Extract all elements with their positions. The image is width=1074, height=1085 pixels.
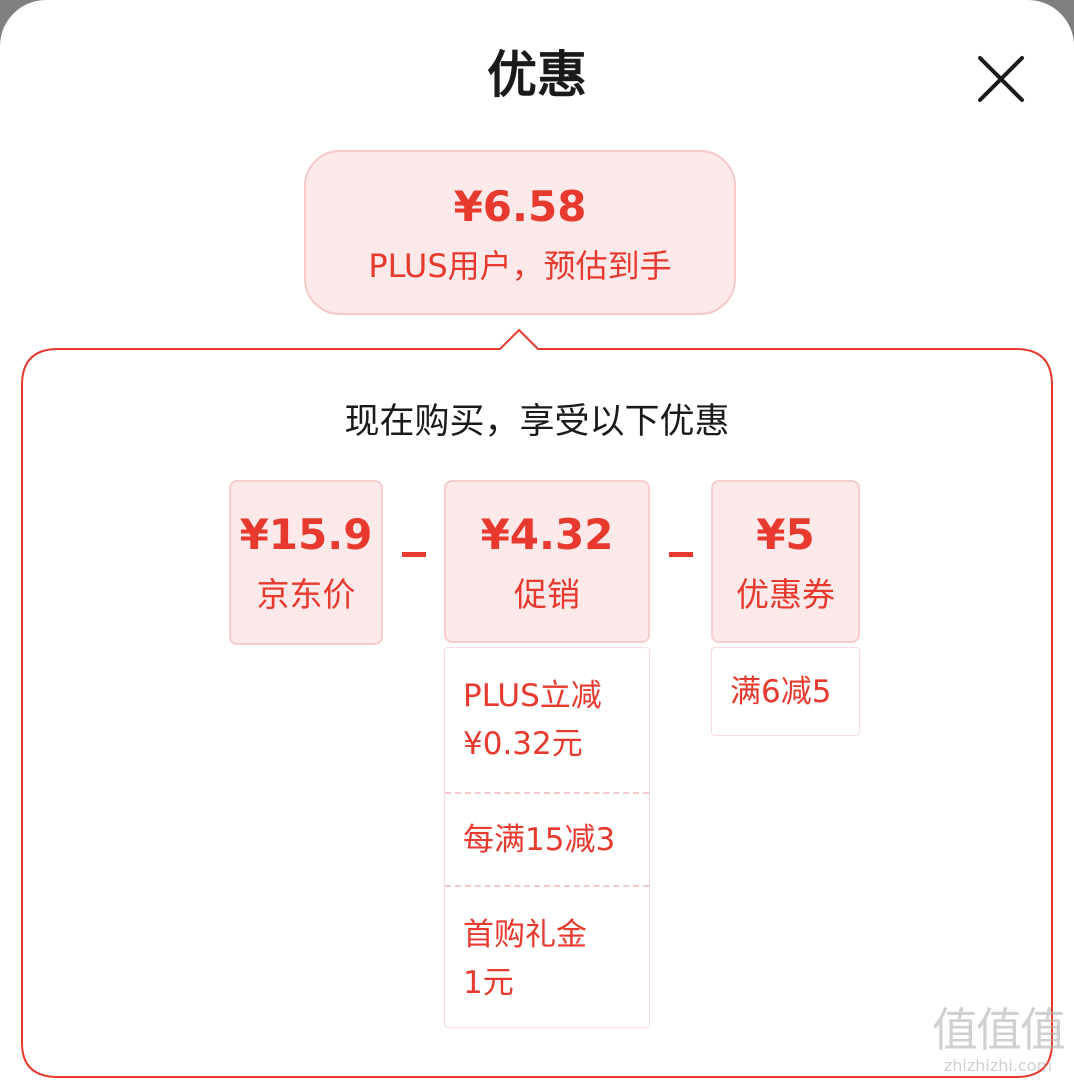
- close-icon: [978, 56, 1024, 102]
- minus-sign: [402, 552, 426, 557]
- promotion-label: 促销: [514, 575, 580, 614]
- watermark-logo: 值值值: [932, 1003, 1066, 1057]
- estimated-price: ¥6.58: [453, 182, 587, 231]
- close-button[interactable]: [970, 48, 1032, 110]
- coupon-label: 优惠券: [736, 575, 835, 614]
- promotion-detail-item: PLUS立减 ¥0.32元: [445, 648, 649, 792]
- watermark: 值值值 zhizhizhi.com: [928, 1004, 1068, 1076]
- promotion-detail-list: PLUS立减 ¥0.32元 每满15减3 首购礼金 1元: [444, 647, 650, 1028]
- jd-price-card: ¥15.9 京东价: [229, 480, 383, 645]
- watermark-text: zhizhizhi.com: [943, 1056, 1053, 1075]
- coupon-card: ¥5 优惠券: [711, 480, 860, 643]
- promotion-detail-item: 每满15减3: [445, 792, 649, 885]
- coupon-value: ¥5: [756, 510, 815, 559]
- promotion-detail-text: 每满15减3: [463, 822, 616, 858]
- page-title: 优惠: [487, 46, 587, 104]
- jd-price-label: 京东价: [256, 575, 356, 614]
- estimated-price-note: PLUS用户，预估到手: [368, 247, 672, 285]
- promotion-value: ¥4.32: [480, 510, 614, 559]
- promotion-card: ¥4.32 促销: [444, 480, 650, 643]
- jd-price-value: ¥15.9: [239, 510, 373, 559]
- promotion-detail-text: 1元: [463, 965, 514, 1001]
- estimated-price-bubble: ¥6.58 PLUS用户，预估到手: [304, 150, 736, 315]
- coupon-detail-list: 满6减5: [711, 647, 860, 736]
- promotion-detail-text: 首购礼金: [463, 917, 587, 953]
- promotion-detail-text: ¥0.32元: [463, 726, 583, 762]
- promotion-detail-item: 首购礼金 1元: [445, 885, 649, 1025]
- promotion-detail-text: PLUS立减: [463, 678, 602, 714]
- coupon-detail-item: 满6减5: [712, 648, 859, 734]
- coupon-detail-text: 满6减5: [730, 674, 832, 710]
- minus-sign: [669, 552, 693, 557]
- panel-subtitle: 现在购买，享受以下优惠: [344, 402, 730, 442]
